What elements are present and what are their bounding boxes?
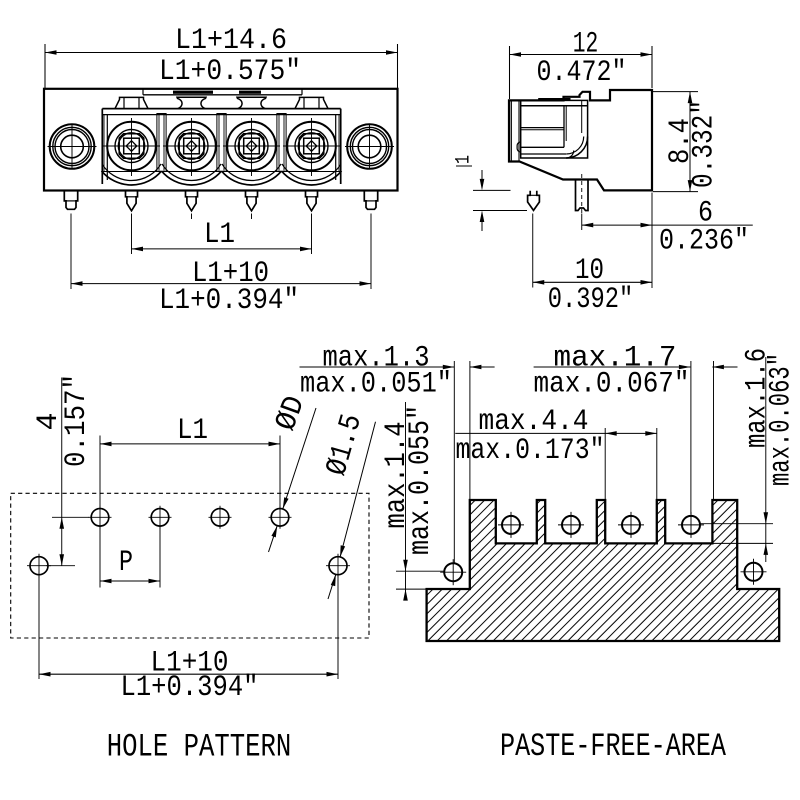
svg-text:max.1.4: max.1.4 [380,422,414,529]
svg-text:max.0.173": max.0.173" [456,434,605,468]
svg-text:max.0.055": max.0.055" [404,405,438,555]
svg-text:PASTE-FREE-AREA: PASTE-FREE-AREA [500,728,727,765]
svg-text:L1+0.394": L1+0.394" [159,284,299,318]
svg-text:HOLE PATTERN: HOLE PATTERN [107,729,292,766]
svg-text:max.1.6: max.1.6 [741,348,775,448]
svg-text:10: 10 [575,254,604,288]
svg-text:L1+0.575": L1+0.575" [159,55,301,89]
svg-text:max.0.067": max.0.067" [534,368,690,402]
svg-text:L1+10: L1+10 [151,647,229,681]
svg-text:L1: L1 [204,218,235,252]
svg-text:0.332": 0.332" [688,100,722,188]
svg-text:L1+0.394": L1+0.394" [121,671,259,705]
svg-text:0.157": 0.157" [60,374,94,467]
svg-text:max.1.7: max.1.7 [554,342,677,376]
svg-text:0.392": 0.392" [548,283,634,317]
svg-text:6: 6 [698,197,713,231]
svg-text:L1+10: L1+10 [192,257,269,291]
svg-text:0.236": 0.236" [659,225,749,259]
svg-text:max.0.063": max.0.063" [765,353,799,486]
svg-text:1: 1 [453,155,476,164]
svg-text:P: P [119,546,133,580]
svg-text:max.0.051": max.0.051" [300,368,452,402]
svg-text:0.472": 0.472" [537,56,627,90]
svg-text:max.1.3: max.1.3 [323,342,430,376]
svg-text:12: 12 [573,28,599,62]
svg-text:4: 4 [32,413,66,431]
svg-text:8.4: 8.4 [664,118,698,164]
svg-text:L1: L1 [177,414,208,448]
